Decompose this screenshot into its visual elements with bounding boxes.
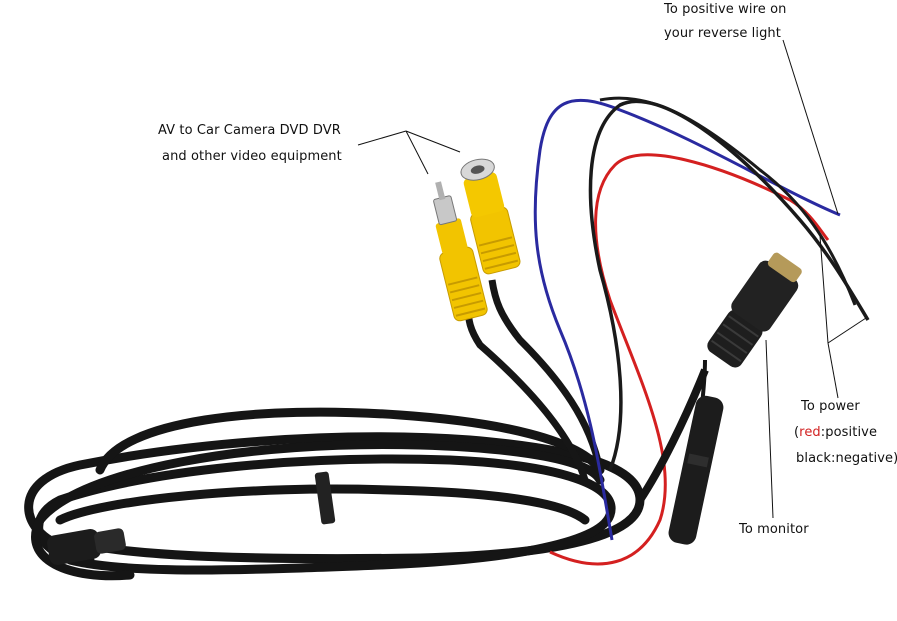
blue-wire (533, 98, 841, 541)
av-cable-2 (464, 304, 589, 482)
aviation-4pin-connector-icon (707, 252, 802, 368)
monitor-cable (636, 368, 709, 503)
power-label-title: To power (801, 399, 860, 414)
power-positive-rest: :positive (820, 425, 878, 440)
cable-tie (314, 471, 336, 525)
rca-plug-icon (433, 181, 488, 322)
inline-fuse-holder-icon (668, 395, 724, 545)
reverse-light-label-line1: To positive wire on (664, 2, 787, 17)
reverse-light-label-line2: your reverse light (664, 26, 781, 41)
av-label-line1: AV to Car Camera DVD DVR (158, 123, 341, 138)
monitor-label: To monitor (739, 522, 809, 537)
bottom-left-connector-icon (47, 528, 126, 566)
power-open-paren: ( (794, 425, 800, 440)
power-label-positive: (red:positive (794, 425, 877, 441)
black-wire-upper (588, 99, 870, 471)
rca-socket-icon (460, 158, 521, 275)
power-red-word: red (799, 425, 821, 440)
pointer-lines (357, 39, 867, 519)
power-label-negative: black:negative) (796, 451, 897, 466)
black-wire-lower (599, 96, 857, 306)
coiled-cable (24, 407, 645, 581)
av-cable (488, 279, 604, 471)
av-label-line2: and other video equipment (162, 149, 342, 164)
